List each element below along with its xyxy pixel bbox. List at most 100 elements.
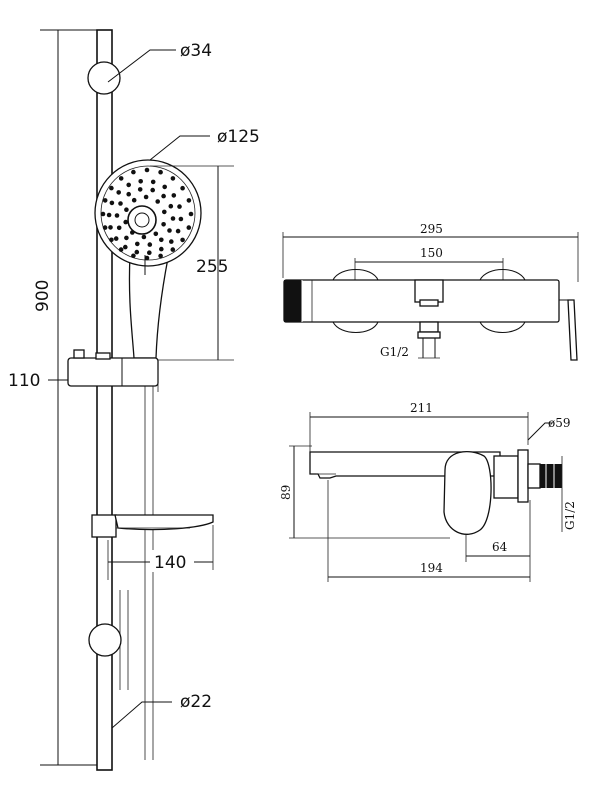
slider-knob xyxy=(95,352,111,360)
nozzle-hole xyxy=(126,182,131,188)
rail-tube xyxy=(96,29,113,771)
top-wall-bracket xyxy=(87,61,121,95)
nozzle-hole xyxy=(131,253,136,259)
dim-64-label: 64 xyxy=(492,540,508,554)
nozzle-hole xyxy=(113,236,119,241)
nozzle-hole xyxy=(144,255,150,261)
nozzle-hole xyxy=(109,185,114,191)
sliding-holder xyxy=(67,349,159,387)
dim-22-label: ø22 xyxy=(180,692,212,712)
nozzle-hole xyxy=(153,231,159,237)
nozzle-hole xyxy=(144,167,150,173)
nozzle-hole xyxy=(170,216,176,221)
nozzle-hole xyxy=(102,198,108,203)
nozzle-hole xyxy=(158,169,163,175)
nozzle-hole xyxy=(180,185,185,191)
dim-89-label: 89 xyxy=(279,485,293,500)
nozzle-hole xyxy=(147,250,152,255)
nozzle-hole xyxy=(124,235,129,241)
nozzle-hole xyxy=(123,219,128,225)
nozzle-hole xyxy=(168,203,174,209)
nozzle-hole xyxy=(118,247,124,252)
nozzle-hole xyxy=(138,179,143,184)
nozzle-hole xyxy=(126,191,131,197)
nozzle-hole xyxy=(100,211,106,217)
shelf-clamp xyxy=(91,514,117,538)
nozzle-hole xyxy=(130,230,135,235)
nozzle-hole xyxy=(141,234,147,240)
nozzle-hole xyxy=(170,247,176,252)
nozzle-pattern xyxy=(100,167,194,261)
shower-head-face xyxy=(94,159,202,267)
side-inlet-thread xyxy=(540,464,562,488)
nozzle-hole xyxy=(177,204,182,209)
nozzle-hole xyxy=(169,239,174,244)
nozzle-hole xyxy=(159,246,164,252)
nozzle-hole xyxy=(175,228,181,234)
shower-rail-assembly: 900 110 ø34 ø125 255 140 ø22 xyxy=(8,29,260,771)
dim-194-label: 194 xyxy=(420,561,443,575)
right-eccentric xyxy=(479,269,526,333)
left-eccentric xyxy=(332,269,379,333)
side-outlet-thread-label: G1/2 xyxy=(563,501,577,530)
dim-34-leader xyxy=(107,49,176,83)
nozzle-hole xyxy=(109,237,114,243)
dim-59-leader xyxy=(527,422,552,441)
soap-shelf xyxy=(91,514,214,538)
nozzle-hole xyxy=(186,225,192,230)
nozzle-hole xyxy=(102,225,108,230)
nozzle-hole xyxy=(109,200,115,206)
nozzle-hole xyxy=(118,201,123,206)
mixer-top-view: 295 150 G1/2 xyxy=(282,222,579,361)
dim-125-leader xyxy=(149,135,210,161)
dim-255-label: 255 xyxy=(196,257,228,277)
top-inlet-thread-label: G1/2 xyxy=(380,345,409,359)
slider-body xyxy=(67,357,159,387)
nozzle-hole xyxy=(161,193,166,199)
dim-150-label: 150 xyxy=(420,246,443,260)
dim-110-label: 110 xyxy=(8,371,40,391)
side-body xyxy=(493,455,519,499)
nozzle-hole xyxy=(131,197,137,203)
nozzle-hole xyxy=(159,237,164,243)
nozzle-hole xyxy=(150,187,155,193)
nozzle-hole xyxy=(161,222,166,227)
nozzle-hole xyxy=(162,184,167,190)
nozzle-hole xyxy=(171,193,177,198)
dim-22-leader xyxy=(111,701,172,729)
nozzle-hole xyxy=(135,241,140,247)
shower-head-centre-outer xyxy=(127,205,157,235)
hand-shower-handle xyxy=(128,254,169,359)
nozzle-hole xyxy=(123,244,128,250)
bottom-inlet xyxy=(419,321,439,333)
mixer-side-view: 211 ø59 89 G1/2 64 194 xyxy=(279,401,577,582)
nozzle-hole xyxy=(158,253,163,259)
dim-34-label: ø34 xyxy=(180,41,212,61)
dim-140-label: 140 xyxy=(154,553,186,573)
nozzle-hole xyxy=(116,225,122,231)
nozzle-hole xyxy=(108,225,113,230)
nozzle-hole xyxy=(180,237,185,243)
nozzle-hole xyxy=(150,179,156,185)
dim-125-label: ø125 xyxy=(217,127,260,147)
top-outlet xyxy=(414,279,444,303)
nozzle-hole xyxy=(124,207,129,212)
nozzle-hole xyxy=(147,242,153,247)
nozzle-hole xyxy=(178,216,184,222)
dim-211-label: 211 xyxy=(410,401,433,415)
nozzle-hole xyxy=(162,209,167,215)
hand-shower xyxy=(94,159,202,359)
bottom-wall-bracket xyxy=(88,623,122,657)
dim-900-label: 900 xyxy=(33,280,53,312)
nozzle-hole xyxy=(167,228,172,233)
nozzle-hole xyxy=(188,211,194,217)
nozzle-hole xyxy=(131,169,136,175)
nozzle-hole xyxy=(143,194,149,200)
shelf-tray xyxy=(114,514,214,531)
dim-295-label: 295 xyxy=(420,222,443,236)
nozzle-hole xyxy=(155,199,160,204)
side-flange xyxy=(517,449,529,503)
knurled-cap xyxy=(284,280,302,322)
nozzle-hole xyxy=(170,176,176,181)
